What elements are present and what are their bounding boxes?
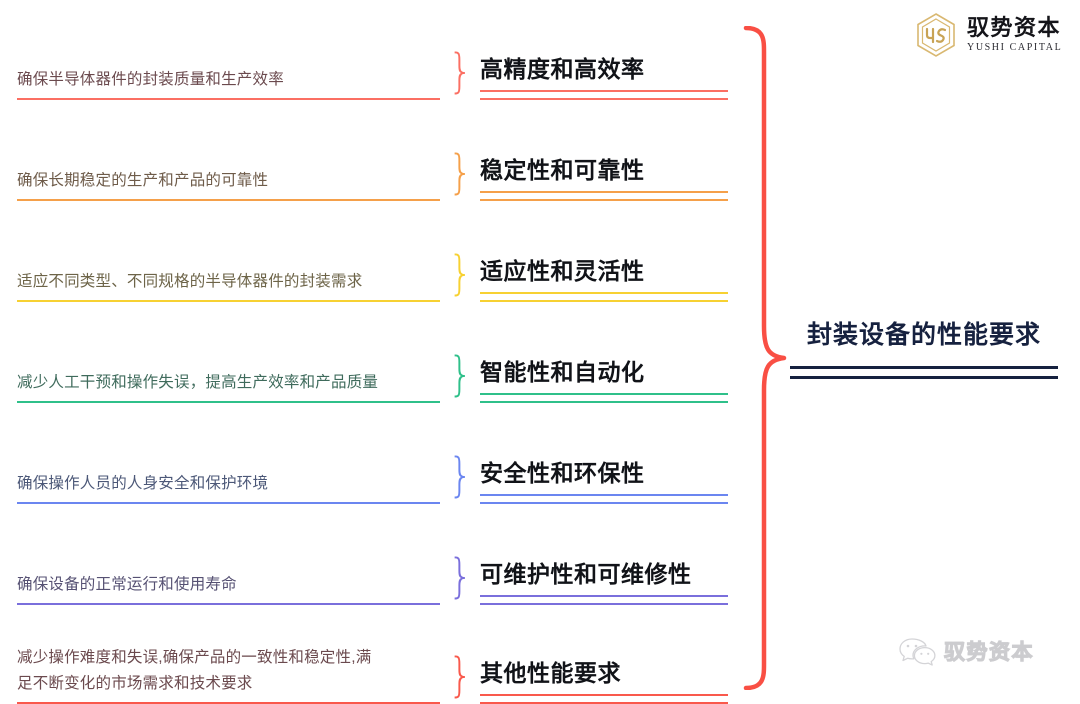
- logo-english-name: YUSHI CAPITAL: [967, 41, 1063, 53]
- row-description-cell: 适应不同类型、不同规格的半导体器件的封装需求: [17, 269, 440, 302]
- logo-hexagon-ys-icon: [914, 12, 958, 58]
- requirement-row: 确保长期稳定的生产和产品的可靠性} 稳定性和可靠性: [0, 101, 740, 201]
- row-category-text: 智能性和自动化: [480, 359, 645, 385]
- group-brace: [742, 25, 788, 691]
- row-description-text: 确保设备的正常运行和使用寿命: [17, 576, 237, 593]
- row-category-underline: [480, 595, 728, 605]
- row-category-cell: 适应性和灵活性: [480, 256, 728, 302]
- row-brace-icon: }: [448, 44, 473, 98]
- requirement-row: 减少人工干预和操作失误，提高生产效率和产品质量} 智能性和自动化: [0, 303, 740, 403]
- row-category-text: 可维护性和可维修性: [480, 561, 692, 587]
- main-title-block: 封装设备的性能要求: [790, 318, 1058, 379]
- row-category-underline: [480, 90, 728, 100]
- row-brace-icon: }: [448, 648, 473, 702]
- requirement-row: 减少操作难度和失误,确保产品的一致性和稳定性,满 足不断变化的市场需求和技术要求…: [0, 596, 740, 704]
- row-brace-icon: }: [448, 549, 473, 603]
- row-category-text: 高精度和高效率: [480, 56, 645, 82]
- row-description-cell: 减少操作难度和失误,确保产品的一致性和稳定性,满 足不断变化的市场需求和技术要求: [17, 645, 440, 704]
- row-description-underline: [17, 199, 440, 201]
- row-description-cell: 确保半导体器件的封装质量和生产效率: [17, 67, 440, 100]
- logo-text-block: 驭势资本 YUSHI CAPITAL: [967, 14, 1063, 55]
- row-category-cell: 其他性能要求: [480, 658, 728, 704]
- requirement-row: 适应不同类型、不同规格的半导体器件的封装需求} 适应性和灵活性: [0, 202, 740, 302]
- row-description-underline: [17, 300, 440, 302]
- row-description-text: 确保操作人员的人身安全和保护环境: [17, 475, 269, 492]
- row-description-cell: 减少人工干预和操作失误，提高生产效率和产品质量: [17, 370, 440, 403]
- row-category-text: 安全性和环保性: [480, 460, 645, 486]
- wechat-icon: [898, 636, 936, 666]
- row-brace-icon: }: [448, 347, 473, 401]
- row-category-cell: 智能性和自动化: [480, 357, 728, 403]
- watermark-label: 驭势资本: [944, 641, 1034, 665]
- row-category-text: 稳定性和可靠性: [480, 157, 645, 183]
- row-description-text: 减少操作难度和失误,确保产品的一致性和稳定性,满 足不断变化的市场需求和技术要求: [17, 649, 372, 692]
- row-category-underline: [480, 694, 728, 704]
- row-description-text: 确保长期稳定的生产和产品的可靠性: [17, 172, 269, 189]
- logo-chinese-name: 驭势资本: [967, 14, 1062, 40]
- row-category-underline: [480, 292, 728, 302]
- row-description-underline: [17, 502, 440, 504]
- row-category-cell: 安全性和环保性: [480, 458, 728, 504]
- row-description-underline: [17, 702, 440, 704]
- requirement-row: 确保操作人员的人身安全和保护环境} 安全性和环保性: [0, 404, 740, 504]
- row-category-underline: [480, 494, 728, 504]
- row-description-underline: [17, 401, 440, 403]
- row-category-underline: [480, 191, 728, 201]
- row-description-text: 适应不同类型、不同规格的半导体器件的封装需求: [17, 273, 363, 290]
- row-description-text: 减少人工干预和操作失误，提高生产效率和产品质量: [17, 374, 379, 391]
- requirement-row: 确保设备的正常运行和使用寿命} 可维护性和可维修性: [0, 505, 740, 605]
- row-description-cell: 确保长期稳定的生产和产品的可靠性: [17, 168, 440, 201]
- requirement-row: 确保半导体器件的封装质量和生产效率} 高精度和高效率: [0, 0, 740, 100]
- row-brace-icon: }: [448, 246, 473, 300]
- row-category-cell: 稳定性和可靠性: [480, 155, 728, 201]
- row-category-text: 适应性和灵活性: [480, 258, 645, 284]
- main-title-underline: [790, 366, 1058, 379]
- row-brace-icon: }: [448, 448, 473, 502]
- row-category-text: 其他性能要求: [480, 660, 621, 686]
- row-description-underline: [17, 603, 440, 605]
- page-title: 封装设备的性能要求: [806, 321, 1041, 349]
- wechat-watermark: 驭势资本: [898, 636, 1034, 666]
- row-category-cell: 可维护性和可维修性: [480, 559, 728, 605]
- row-description-underline: [17, 98, 440, 100]
- brand-logo: 驭势资本 YUSHI CAPITAL: [914, 12, 1062, 58]
- row-description-cell: 确保操作人员的人身安全和保护环境: [17, 471, 440, 504]
- row-description-cell: 确保设备的正常运行和使用寿命: [17, 572, 440, 605]
- row-description-text: 确保半导体器件的封装质量和生产效率: [17, 71, 284, 88]
- row-category-underline: [480, 393, 728, 403]
- row-brace-icon: }: [448, 145, 473, 199]
- row-category-cell: 高精度和高效率: [480, 54, 728, 100]
